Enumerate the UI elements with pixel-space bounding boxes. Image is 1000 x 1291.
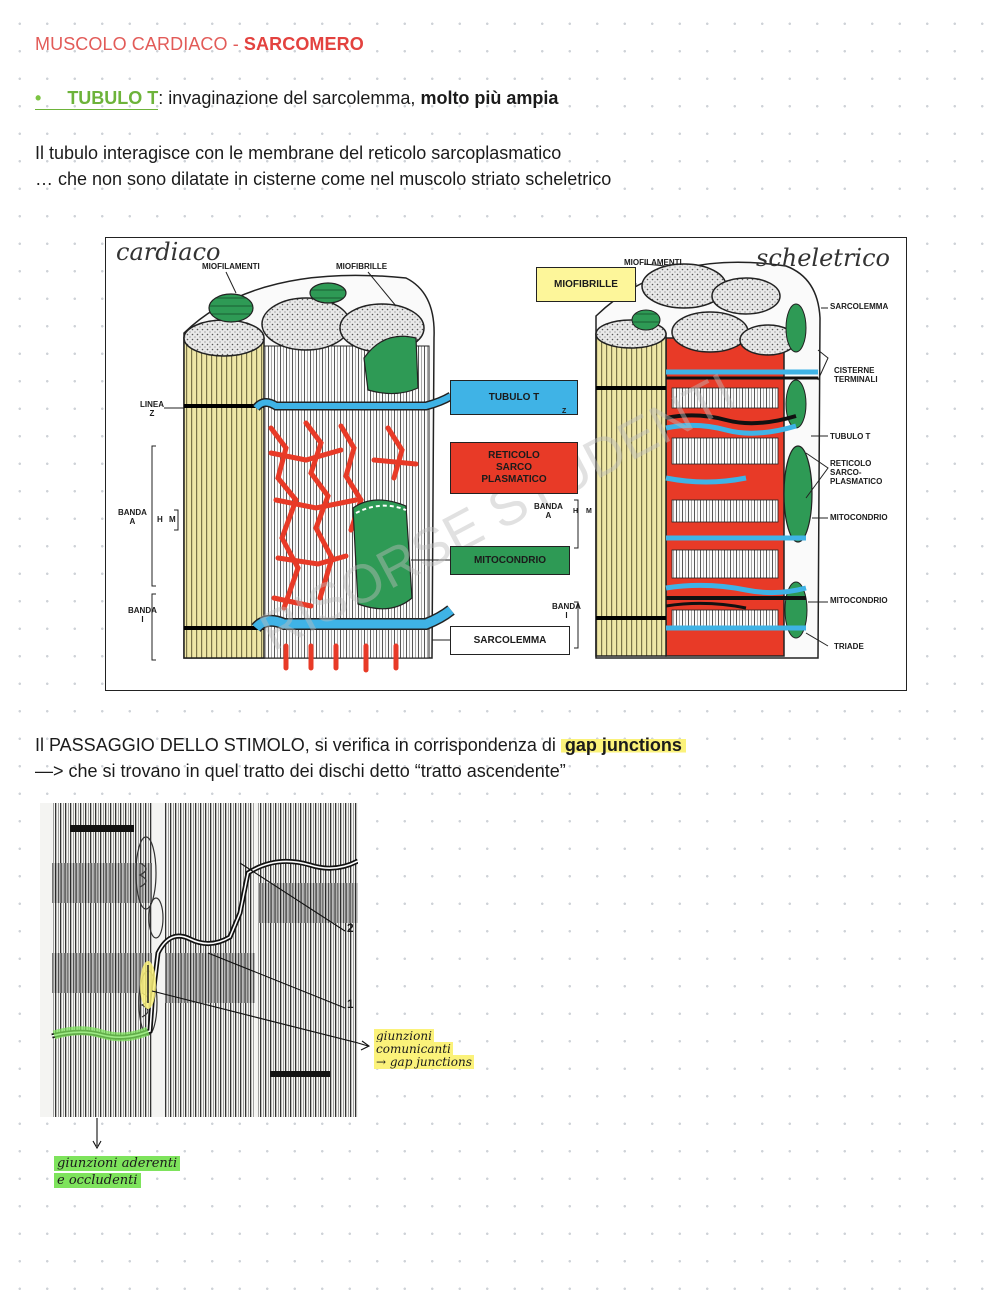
label-m-left: M xyxy=(169,515,176,524)
label-mitocondrio-right-1: MITOCONDRIO xyxy=(830,513,888,522)
figure-2-label-1: 1 xyxy=(347,997,354,1011)
box-sarcolemma: SARCOLEMMA xyxy=(450,626,570,655)
figure-2-label-2: 2 xyxy=(347,921,354,935)
label-triade: TRIADE xyxy=(834,642,864,651)
paragraph-1: Il tubulo interagisce con le membrane de… xyxy=(35,140,611,192)
label-h-left: H xyxy=(157,515,163,524)
sarcomere-illustration: RISORSE STUDENTI xyxy=(151,261,829,673)
hand-label-cardiac: cardiaco xyxy=(116,238,221,266)
label-h-right: H xyxy=(573,508,579,515)
paragraph-1-line-2: … che non sono dilatate in cisterne come… xyxy=(35,169,612,189)
label-miofilamenti-right: MIOFILAMENTI xyxy=(624,258,682,267)
tubulo-term: •TUBULO T xyxy=(35,88,159,110)
intercalated-disc-illustration xyxy=(51,803,358,1117)
intercalated-disc-figure: 2 1 xyxy=(40,803,358,1117)
page-title: MUSCOLO CARDIACO - SARCOMERO xyxy=(35,34,364,54)
label-z-right: Z xyxy=(562,408,567,415)
gap-junctions-highlight: gap junctions xyxy=(560,735,686,755)
tubulo-bold: molto più ampia xyxy=(420,88,559,108)
title-emphasis: SARCOMERO xyxy=(243,34,364,54)
hand-label-skeletal: scheletrico xyxy=(756,244,890,272)
tubulo-definition: •TUBULO T: invaginazione del sarcolemma,… xyxy=(35,88,559,110)
box-mitocondrio: MITOCONDRIO xyxy=(450,546,570,575)
paragraph-2-line-2: —> che si trovano in quel tratto dei dis… xyxy=(35,761,566,781)
box-miofibrille: MIOFIBRILLE xyxy=(536,267,636,302)
label-miofilamenti-left: MIOFILAMENTI xyxy=(202,262,260,271)
paragraph-1-line-1: Il tubulo interagisce con le membrane de… xyxy=(35,143,562,163)
label-sarcolemma-right: SARCOLEMMA xyxy=(830,302,889,311)
tubulo-rest: : invaginazione del sarcolemma, xyxy=(158,88,421,108)
note-gap-junctions: giunzioni comunicanti → gap junctions xyxy=(374,1029,474,1069)
label-m-right: M xyxy=(586,508,592,515)
paragraph-2: Il PASSAGGIO DELLO STIMOLO, si verifica … xyxy=(35,732,686,784)
label-miofibrille-left: MIOFIBRILLE xyxy=(336,262,388,271)
paragraph-2-line-1: Il PASSAGGIO DELLO STIMOLO, si verifica … xyxy=(35,732,686,758)
box-tubulo-t: TUBULO T xyxy=(450,380,578,415)
sarcomere-comparison-figure: RISORSE STUDENTI cardiaco scheletrico MI… xyxy=(105,237,907,691)
label-mitocondrio-right-2: MITOCONDRIO xyxy=(830,596,888,605)
label-tubulo-t-right: TUBULO T xyxy=(830,432,871,441)
note-adherent-junctions: giunzioni aderenti e occludenti xyxy=(54,1155,181,1189)
